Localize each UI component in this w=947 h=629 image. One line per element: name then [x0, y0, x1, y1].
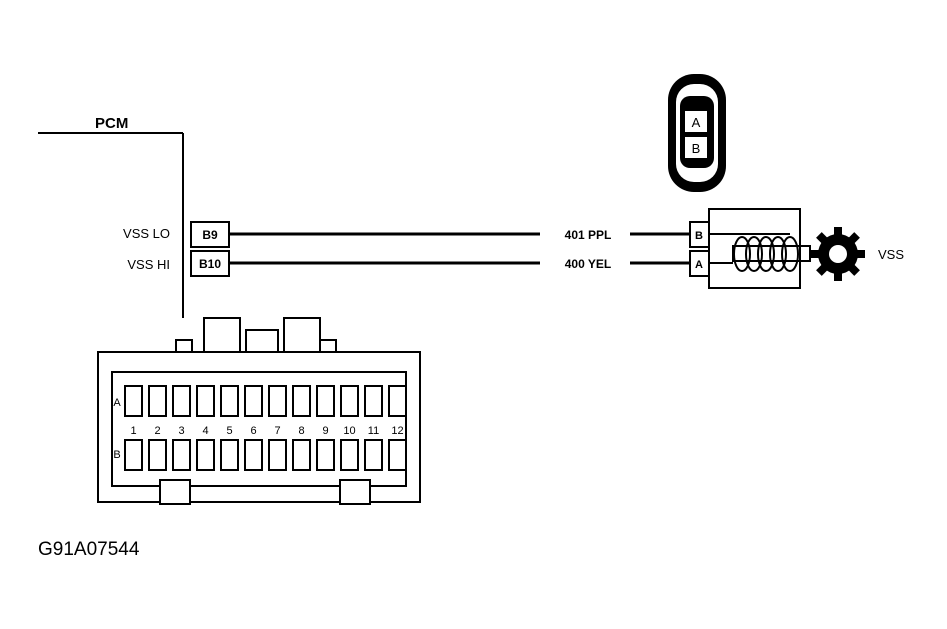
figure-id: G91A07544 [38, 539, 140, 560]
pin-number-12: 12 [391, 425, 403, 437]
pin-cavity-b-8 [292, 439, 311, 471]
sensor-pin-a-label: A [695, 259, 703, 271]
end-view-pin-b: B [692, 141, 701, 156]
row-a-label: A [113, 397, 121, 409]
pin-number-2: 2 [154, 425, 160, 437]
pin-cavity-b-6 [244, 439, 263, 471]
pin-cavity-b-2 [148, 439, 167, 471]
pin-number-11: 11 [368, 425, 379, 437]
wire-yel-label: 400 YEL [565, 257, 611, 271]
pin-number-5: 5 [226, 425, 232, 437]
pin-row-a [124, 385, 407, 417]
pin-number-9: 9 [322, 425, 328, 437]
pin-number-10: 10 [343, 425, 355, 437]
pin-cavity-b-1 [124, 439, 143, 471]
pin-cavity-a-10 [340, 385, 359, 417]
pin-cavity-b-11 [364, 439, 383, 471]
pcm-pin-b9: B9 [190, 221, 230, 248]
pin-cavity-b-5 [220, 439, 239, 471]
pin-cavity-a-12 [388, 385, 407, 417]
pin-b9-label: B9 [202, 228, 218, 242]
pin-cavity-a-11 [364, 385, 383, 417]
pin-number-4: 4 [202, 425, 208, 437]
pin-cavity-b-12 [388, 439, 407, 471]
pcm-pin-b10: B10 [190, 250, 230, 277]
pin-cavity-a-4 [196, 385, 215, 417]
pin-cavity-a-8 [292, 385, 311, 417]
pin-cavity-a-5 [220, 385, 239, 417]
vss-hi-label: VSS HI [127, 257, 170, 272]
reluctor-gear-icon [811, 227, 865, 281]
sensor-pin-b-label: B [695, 230, 703, 242]
pin-cavity-b-10 [340, 439, 359, 471]
pin-cavity-a-3 [172, 385, 191, 417]
sensor-connector-end-view [668, 74, 726, 192]
pin-cavity-a-2 [148, 385, 167, 417]
end-view-pin-a: A [692, 115, 701, 130]
wire-ppl-label: 401 PPL [565, 228, 612, 242]
row-b-label: B [113, 449, 120, 461]
pin-number-7: 7 [274, 425, 280, 437]
pin-row-b [124, 439, 407, 471]
vss-label: VSS [878, 247, 904, 262]
pin-cavity-b-3 [172, 439, 191, 471]
pin-cavity-a-9 [316, 385, 335, 417]
pin-cavity-a-6 [244, 385, 263, 417]
pcm-boundary [38, 132, 184, 318]
sensor-coil [732, 236, 811, 272]
pcm-title: PCM [95, 115, 128, 132]
vss-sensor [689, 208, 811, 289]
pin-b10-label: B10 [199, 257, 221, 271]
pin-cavity-b-9 [316, 439, 335, 471]
pin-number-1: 1 [130, 425, 136, 437]
pin-cavity-a-1 [124, 385, 143, 417]
pin-number-3: 3 [178, 425, 184, 437]
pin-number-6: 6 [250, 425, 256, 437]
pin-cavity-b-4 [196, 439, 215, 471]
pin-cavity-b-7 [268, 439, 287, 471]
pin-cavity-a-7 [268, 385, 287, 417]
pin-number-8: 8 [298, 425, 304, 437]
vss-lo-label: VSS LO [123, 226, 170, 241]
